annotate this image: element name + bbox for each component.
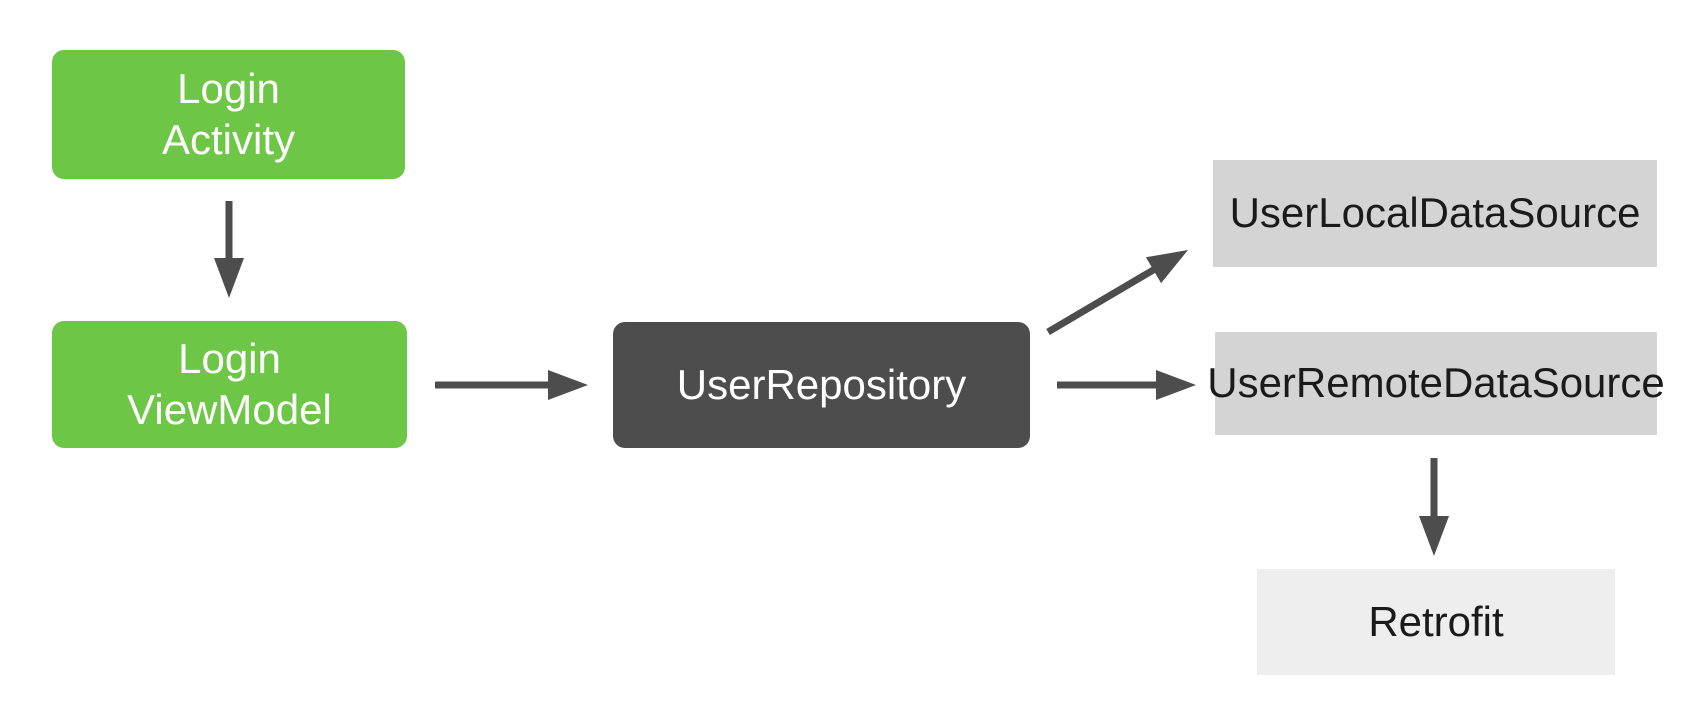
arrow-login-activity-to-login-viewmodel xyxy=(214,201,244,298)
node-user-repository: UserRepository xyxy=(613,322,1030,448)
arrow-user-repository-to-user-remote-data-source xyxy=(1057,370,1196,400)
node-user-local-data-source-label: UserLocalDataSource xyxy=(1229,189,1641,237)
node-user-local-data-source: UserLocalDataSource xyxy=(1213,160,1657,267)
node-login-activity-label: Login Activity xyxy=(161,65,295,163)
node-login-viewmodel: Login ViewModel xyxy=(52,321,407,448)
node-user-repository-label: UserRepository xyxy=(676,360,967,408)
node-retrofit-label: Retrofit xyxy=(1368,597,1504,645)
node-user-remote-data-source-label: UserRemoteDataSource xyxy=(1207,359,1665,407)
node-login-activity: Login Activity xyxy=(52,50,405,179)
arrow-login-viewmodel-to-user-repository xyxy=(435,370,588,400)
node-login-viewmodel-label: Login ViewModel xyxy=(127,335,332,433)
arrow-user-repository-to-user-local-data-source xyxy=(1046,250,1188,336)
node-user-remote-data-source: UserRemoteDataSource xyxy=(1207,332,1665,435)
arrow-user-remote-data-source-to-retrofit xyxy=(1419,458,1449,556)
node-retrofit: Retrofit xyxy=(1257,569,1615,675)
